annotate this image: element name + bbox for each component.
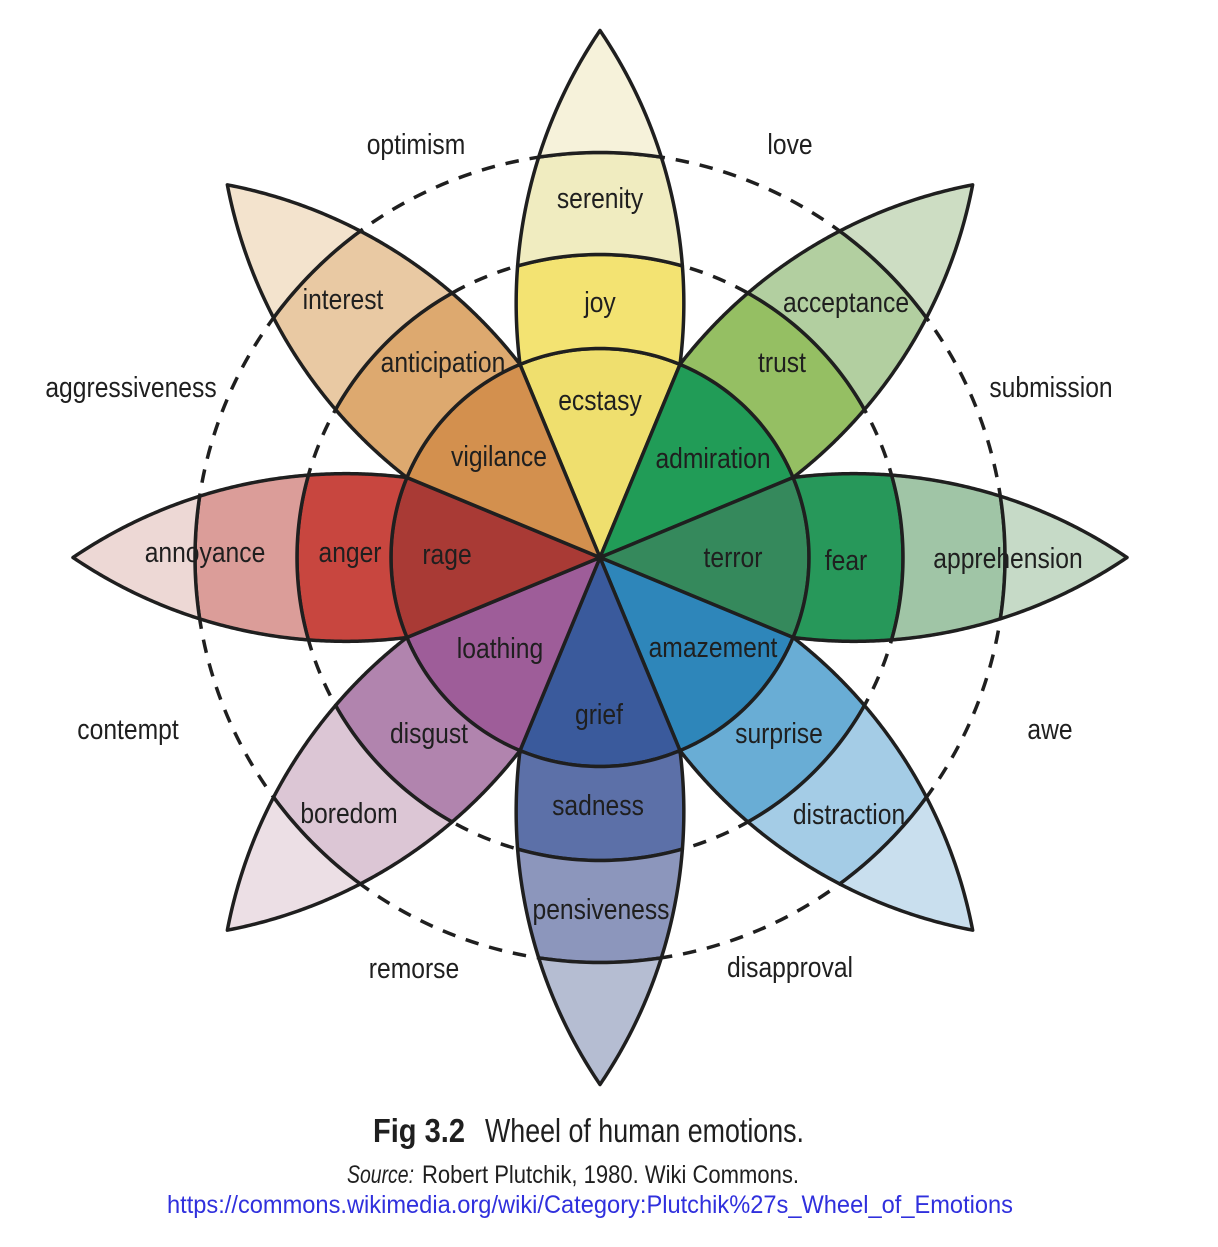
svg-text:fear: fear [825, 545, 868, 577]
svg-text:grief: grief [575, 699, 624, 731]
svg-text:anger: anger [319, 537, 382, 569]
svg-text:contempt: contempt [77, 714, 178, 746]
svg-text:Wheel of human emotions.: Wheel of human emotions. [485, 1112, 804, 1149]
svg-text:anticipation: anticipation [381, 347, 506, 379]
svg-text:disapproval: disapproval [727, 952, 853, 984]
svg-text:Source:: Source: [347, 1161, 414, 1189]
svg-text:submission: submission [989, 372, 1112, 404]
svg-text:serenity: serenity [557, 183, 644, 215]
svg-text:joy: joy [583, 287, 616, 319]
svg-text:annoyance: annoyance [145, 537, 266, 569]
svg-text:Robert Plutchik, 1980. Wiki Co: Robert Plutchik, 1980. Wiki Commons. [422, 1161, 799, 1189]
svg-text:aggressiveness: aggressiveness [45, 372, 216, 404]
svg-text:acceptance: acceptance [783, 287, 909, 319]
svg-text:amazement: amazement [649, 632, 778, 664]
svg-text:apprehension: apprehension [933, 543, 1082, 575]
svg-text:remorse: remorse [369, 953, 459, 985]
svg-text:love: love [767, 129, 812, 161]
svg-text:vigilance: vigilance [451, 441, 547, 473]
svg-text:loathing: loathing [457, 633, 543, 665]
svg-text:optimism: optimism [367, 129, 466, 161]
svg-text:disgust: disgust [390, 718, 468, 750]
svg-text:sadness: sadness [552, 790, 644, 822]
svg-text:surprise: surprise [735, 718, 823, 750]
svg-text:https://commons.wikimedia.org/: https://commons.wikimedia.org/wiki/Categ… [167, 1191, 1013, 1219]
svg-text:ecstasy: ecstasy [558, 385, 642, 417]
svg-text:Fig 3.2: Fig 3.2 [373, 1112, 465, 1149]
svg-text:interest: interest [303, 284, 384, 316]
svg-text:distraction: distraction [793, 799, 905, 831]
svg-text:terror: terror [704, 542, 763, 574]
svg-text:rage: rage [422, 539, 471, 571]
svg-text:trust: trust [758, 347, 806, 379]
svg-text:admiration: admiration [655, 443, 770, 475]
svg-text:awe: awe [1027, 714, 1072, 746]
svg-text:boredom: boredom [300, 798, 397, 830]
svg-text:pensiveness: pensiveness [533, 894, 670, 926]
